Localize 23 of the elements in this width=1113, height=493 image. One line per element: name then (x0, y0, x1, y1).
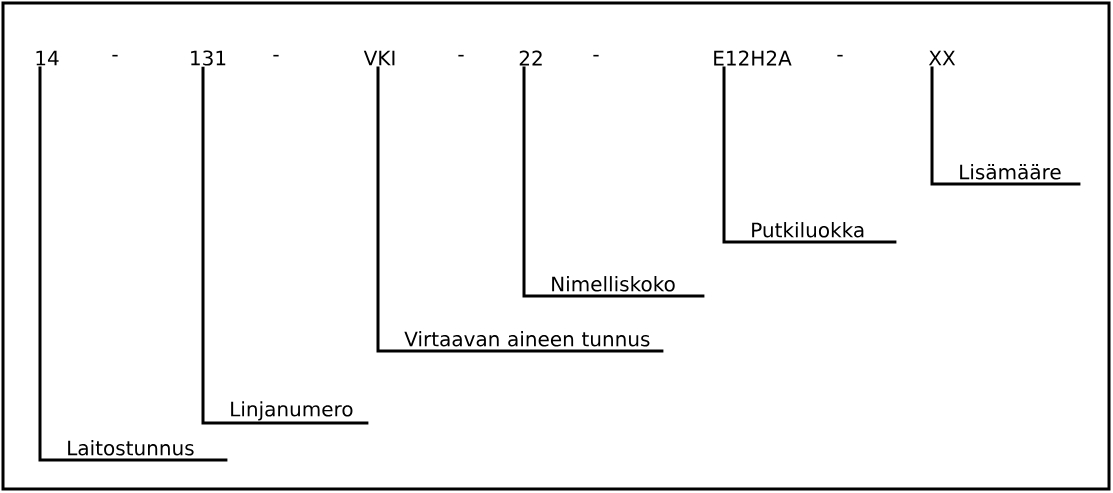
field-label: Laitostunnus (68, 440, 194, 456)
leader-line (376, 66, 664, 353)
separator-dash: - (112, 54, 118, 57)
leader-line (722, 66, 897, 244)
separator-dash: - (837, 54, 843, 57)
code-part: XX (928, 50, 956, 66)
leader-line (38, 66, 228, 462)
code-part: 14 (36, 50, 59, 66)
field-label: Lisämääre (960, 164, 1061, 180)
leader-line (201, 66, 369, 425)
leader-line (522, 66, 705, 298)
code-part: 131 (191, 50, 226, 66)
separator-dash: - (458, 54, 464, 57)
leader-line (930, 66, 1081, 186)
code-part: E12H2A (714, 50, 792, 66)
field-label: Linjanumero (231, 401, 353, 421)
separator-dash: - (273, 54, 279, 57)
separator-dash: - (593, 54, 599, 57)
code-part: VKI (363, 50, 395, 66)
code-part: 22 (519, 50, 542, 66)
field-label: Putkiluokka (752, 222, 864, 238)
field-label: Virtaavan aineen tunnus (404, 331, 650, 347)
field-label: Nimelliskoko (552, 276, 675, 292)
